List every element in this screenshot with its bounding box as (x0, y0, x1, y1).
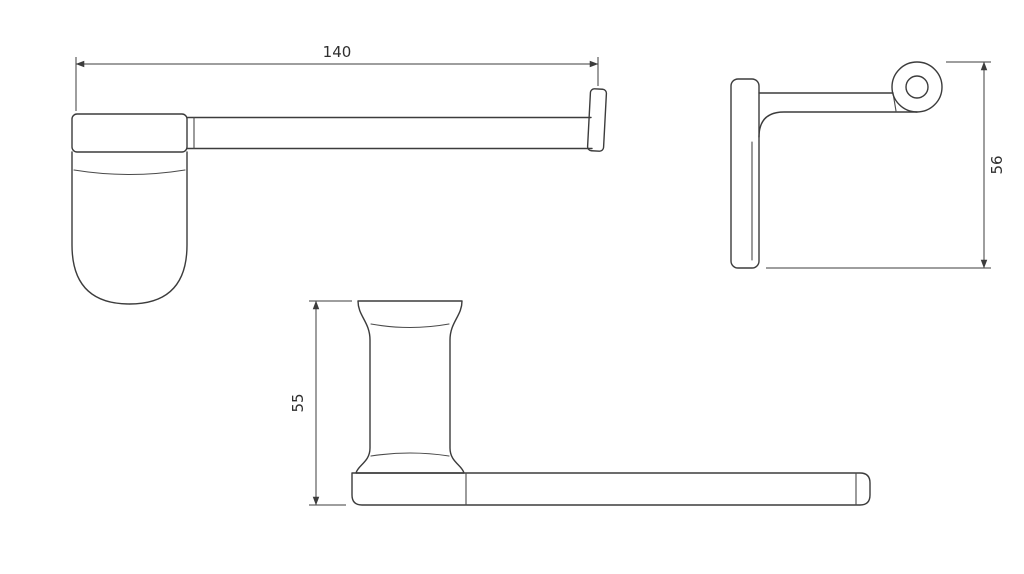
post-upper-transition-line (370, 323, 450, 329)
holder-body-outline (71, 151, 188, 305)
front-view: 55 (289, 300, 871, 506)
dimension-label-140: 140 (323, 43, 352, 61)
bar-front-outline (351, 472, 871, 506)
top-view: 140 (71, 43, 608, 305)
bar-end-cap (586, 88, 608, 152)
wall-plate-top-outline (71, 113, 188, 153)
post-lower-transition-line (370, 452, 450, 457)
dimension-label-55: 55 (289, 393, 307, 412)
wall-post-outline (355, 300, 465, 474)
dimension-56-group: 56 (766, 61, 1006, 269)
wall-plate-side-outline (730, 78, 760, 269)
holder-body-edge-line (73, 169, 186, 176)
dimension-55-group: 55 (289, 300, 352, 506)
side-view: 56 (730, 61, 1006, 269)
dimension-140-group: 140 (75, 43, 599, 111)
arm-bottom-edge (758, 111, 918, 138)
end-cap-outer-circle (891, 61, 943, 113)
dimension-label-56: 56 (988, 155, 1006, 174)
end-cap-inner-circle (905, 75, 929, 99)
